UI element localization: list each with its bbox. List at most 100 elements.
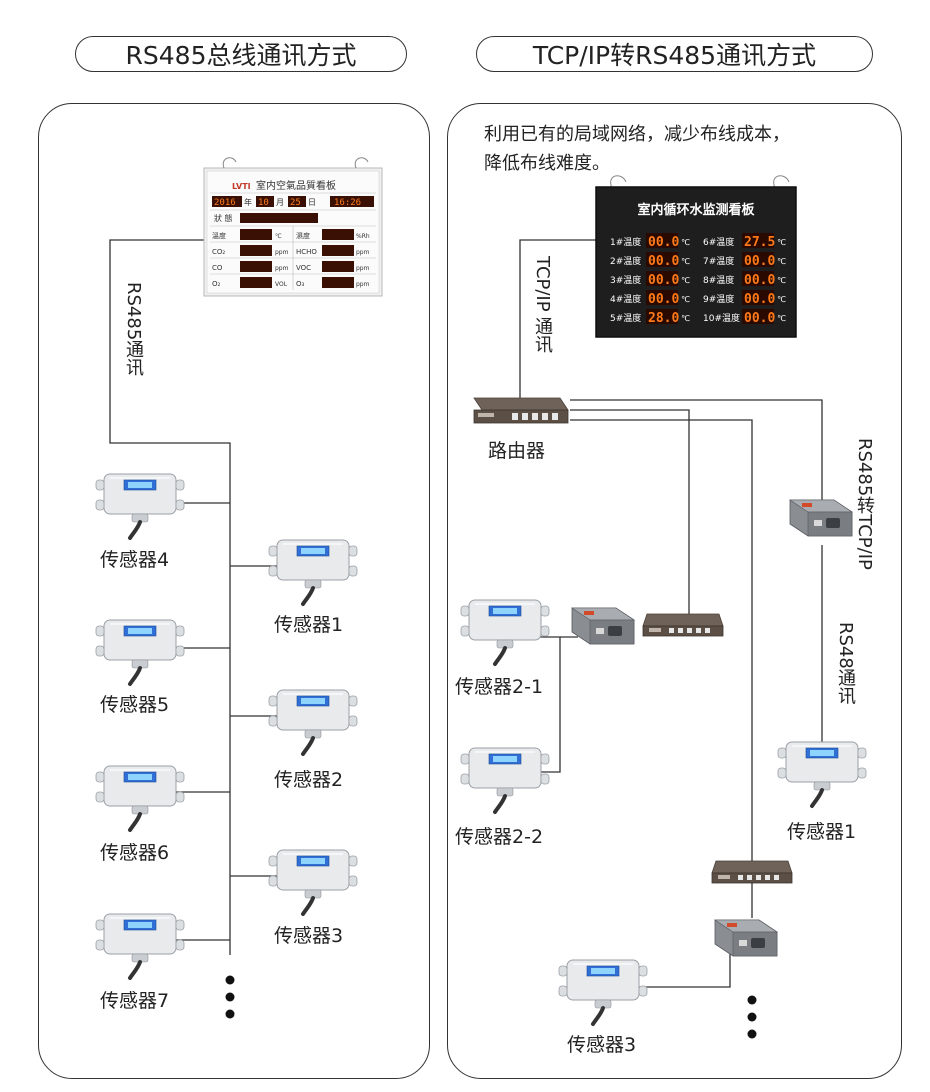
rb-unit: ℃: [681, 257, 690, 266]
left-board-row-label: 溫度: [212, 231, 226, 240]
right-title: TCP/IP转RS485通讯方式: [476, 36, 873, 72]
sensor-6-label: 传感器6: [100, 842, 170, 864]
rb-unit: ℃: [681, 314, 690, 323]
date-year-unit: 年: [244, 197, 252, 207]
left-display-board: LVTI 室内空氣品質看板 2016 年 10 月 25 日 16:26 狀 態…: [203, 157, 383, 297]
rb-unit: ℃: [681, 276, 690, 285]
date-month: 10: [258, 198, 269, 208]
left-board-row-label: CO: [212, 264, 223, 272]
rs485-bus-label: RS485通讯: [123, 282, 144, 377]
note-line-1: 利用已有的局域网络，减少布线成本，: [484, 124, 790, 145]
rb-left-value: 28.0: [648, 311, 679, 326]
rb-right-value: 00.0: [744, 292, 775, 307]
date-day-unit: 日: [308, 198, 316, 207]
rb-left-label: 3#温度: [610, 274, 641, 286]
right-board-title: 室内循环水监测看板: [637, 202, 755, 218]
sensor-3-label: 传感器3: [274, 925, 344, 947]
rb-right-value: 00.0: [744, 273, 775, 288]
rb-led-left: [646, 290, 678, 305]
rb-left-value: 00.0: [648, 273, 679, 288]
led-cell: [240, 229, 272, 240]
left-board-row-unit2: %Rh: [356, 233, 370, 240]
rb-unit: ℃: [777, 295, 786, 304]
left-board-row-unit2: ppm: [356, 281, 370, 288]
rb-right-label: 9#温度: [703, 293, 734, 305]
rb-led-left: [646, 252, 678, 267]
led-cell: [240, 277, 272, 288]
sensor-6: [94, 764, 186, 832]
rb-right-label: 8#温度: [703, 274, 734, 286]
converter-upper: [789, 499, 853, 537]
rb-right-value: 27.5: [744, 235, 775, 250]
sensor-7-label: 传感器7: [100, 990, 170, 1012]
rb-left-value: 00.0: [648, 254, 679, 269]
status-label: 狀 態: [214, 213, 233, 223]
sensor-2: [267, 688, 359, 756]
date-month-unit: 月: [276, 198, 284, 207]
rb-left-value: 00.0: [648, 235, 679, 250]
rb-led-right: [742, 271, 774, 286]
rb-right-label: 6#温度: [703, 236, 734, 248]
tcp-ip-label: TCP/IP 通讯: [532, 256, 553, 354]
rb-left-label: 1#温度: [610, 236, 641, 248]
left-board-row-unit: ppm: [275, 249, 289, 256]
rb-left-label: 5#温度: [610, 312, 641, 324]
sensor-r3: [557, 958, 649, 1026]
date-day: 25: [290, 198, 301, 208]
rb-unit: ℃: [777, 238, 786, 247]
rb-left-value: 00.0: [648, 292, 679, 307]
left-board-row-label2: VOC: [296, 264, 311, 272]
right-continuation-dots: [747, 995, 757, 1039]
rb-left-label: 2#温度: [610, 255, 641, 267]
right-wiring: [519, 239, 823, 988]
left-board-row-unit2: ppm: [356, 265, 370, 272]
left-board-row-unit: VOL: [275, 281, 288, 288]
sensor-2-2: [459, 746, 551, 814]
sensor-2-label: 传感器2: [274, 769, 344, 791]
converter-lower: [714, 919, 778, 957]
converter-middle: [571, 607, 635, 645]
date-time: 16:26: [334, 198, 361, 208]
rb-led-right: [742, 290, 774, 305]
sensor-2-1-label: 传感器2-1: [455, 676, 544, 698]
left-panel: [38, 103, 430, 1079]
sensor-5: [94, 618, 186, 686]
left-board-row-label: O₂: [212, 280, 221, 288]
sensor-7: [94, 912, 186, 980]
date-year: 2016: [214, 198, 236, 208]
sensor-r1: [776, 740, 868, 808]
router-device: [473, 397, 569, 424]
rb-right-value: 00.0: [744, 311, 775, 326]
right-panel: [447, 103, 902, 1079]
rb-right-label: 10#温度: [703, 312, 740, 324]
rb-led-right: [742, 252, 774, 267]
sensor-3: [267, 848, 359, 916]
left-board-row-label: CO₂: [212, 248, 225, 256]
left-board-row-label2: HCHO: [296, 248, 317, 256]
left-board-brand: LVTI: [232, 182, 251, 191]
rb-unit: ℃: [681, 295, 690, 304]
sensor-4: [94, 472, 186, 540]
sensor-2-2-label: 传感器2-2: [455, 826, 544, 848]
left-board-row-unit: ppm: [275, 265, 289, 272]
rb-led-right: [742, 233, 774, 248]
led-cell: [322, 245, 354, 256]
left-board-row-label2: 濕度: [296, 231, 310, 240]
right-note: 利用已有的局域网络，减少布线成本， 降低布线难度。: [484, 120, 790, 178]
sensor-r3-label: 传感器3: [567, 1034, 637, 1056]
switch-middle: [642, 613, 724, 637]
left-board-title: 室内空氣品質看板: [256, 179, 336, 192]
left-title: RS485总线通讯方式: [75, 36, 407, 72]
rb-unit: ℃: [777, 314, 786, 323]
sensor-r1-label: 传感器1: [787, 821, 857, 843]
rb-led-right: [742, 309, 774, 324]
sensor-2-1: [459, 598, 551, 666]
led-cell: [240, 245, 272, 256]
sensor-5-label: 传感器5: [100, 694, 170, 716]
switch-lower: [711, 860, 793, 884]
left-continuation-dots: [225, 975, 235, 1019]
led-cell: [322, 261, 354, 272]
